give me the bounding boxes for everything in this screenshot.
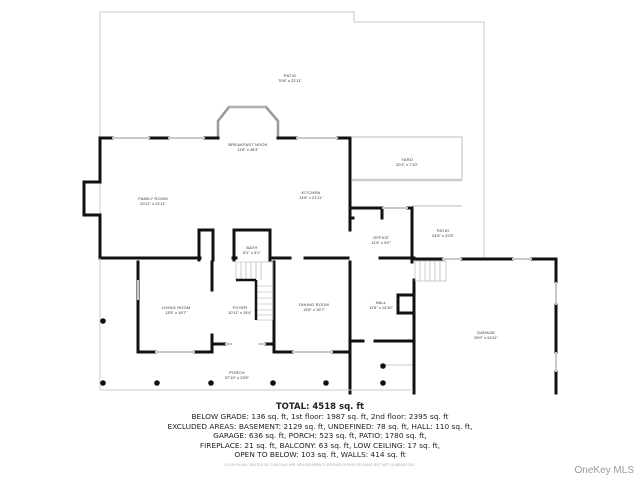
room-label-bath: BATH 6'1" x 5'1" [243, 245, 261, 255]
summary-line: EXCLUDED AREAS: BASEMENT: 2129 sq. ft, U… [167, 421, 473, 431]
room-label-foyer: FOYER 10'11" x 15'4" [228, 305, 252, 315]
room-label-yard: YARD 20'3" x 7'10" [396, 157, 418, 167]
room-dimensions: 11'6" x 28'3" [237, 147, 259, 152]
porch-columns [100, 318, 386, 386]
room-dimensions: 14'6" x 21'11" [299, 195, 323, 200]
room-dimensions: 13'5" x 16'7" [165, 310, 187, 315]
room-name: PORCH [229, 370, 245, 375]
room-dimensions: 57'10" x 23'9" [224, 375, 250, 380]
area-summary: TOTAL: 4518 sq. ft BELOW GRADE: 136 sq. … [0, 402, 640, 460]
onekey-mls-watermark: OneKey MLS [574, 465, 634, 476]
room-dimensions: 6'1" x 5'1" [243, 250, 261, 255]
room-label-patio-side: PATIO 24'5" x 22'5" [432, 228, 454, 238]
yard-outline [352, 136, 463, 207]
summary-line: FIREPLACE: 21 sq. ft, BALCONY: 63 sq. ft… [199, 440, 441, 450]
garage-stairs [414, 260, 447, 282]
room-label-hall: HALL 11'5" x 14'10" [369, 300, 393, 310]
disclaimer: FLOOR PLAN CREATED BY CUBICASA APP. MEAS… [224, 463, 416, 467]
room-name: FAMILY ROOM [138, 196, 168, 201]
room-label-dining-room: DINING ROOM 13'6" x 16'7" [299, 302, 329, 312]
room-label-kitchen: KITCHEN 14'6" x 21'11" [299, 190, 323, 200]
room-name: BREAKFAST NOOK [228, 142, 268, 147]
windows [112, 137, 557, 372]
room-name: KITCHEN [301, 190, 321, 195]
room-name: HALL [375, 300, 387, 305]
room-dimensions: 20'3" x 7'10" [396, 162, 418, 167]
patio-outline [99, 11, 485, 258]
room-dimensions: 70'8" x 22'11" [278, 78, 302, 83]
exterior-walls [82, 136, 558, 395]
room-name: FOYER [232, 305, 248, 310]
room-name: OFFICE [373, 235, 389, 240]
room-dimensions: 24'5" x 22'5" [432, 233, 454, 238]
total-area: TOTAL: 4518 sq. ft [275, 402, 365, 412]
bay-window [216, 105, 280, 137]
room-label-garage: GARAGE 25'0" x 24'11" [474, 330, 498, 340]
room-name: PATIO [283, 73, 297, 78]
room-label-living-room: LIVING ROOM 13'5" x 16'7" [162, 305, 191, 315]
room-label-porch: PORCH 57'10" x 23'9" [225, 370, 249, 380]
room-label-office: OFFICE 11'5" x 9'2" [371, 235, 390, 245]
room-dimensions: 25'0" x 24'11" [474, 335, 498, 340]
room-name: PATIO [436, 228, 450, 233]
room-name: GARAGE [476, 330, 496, 335]
room-dimensions: 20'11" x 21'11" [140, 201, 166, 206]
room-name: DINING ROOM [299, 302, 329, 307]
porch-outline [99, 258, 413, 391]
room-name: YARD [401, 157, 413, 162]
room-label-patio-top: PATIO 70'8" x 22'11" [278, 73, 302, 83]
room-dimensions: 11'5" x 9'2" [371, 240, 391, 245]
room-dimensions: 11'5" x 14'10" [369, 305, 393, 310]
summary-line: BELOW GRADE: 136 sq. ft, 1st floor: 1987… [191, 412, 449, 421]
room-dimensions: 13'6" x 16'7" [303, 307, 325, 312]
summary-line: OPEN TO BELOW: 103 sq. ft, WALLS: 414 sq… [234, 450, 406, 460]
room-dimensions: 10'11" x 15'4" [228, 310, 252, 315]
room-name: BATH [246, 245, 258, 250]
summary-line: GARAGE: 636 sq. ft, PORCH: 523 sq. ft, P… [213, 431, 427, 441]
room-name: LIVING ROOM [161, 305, 191, 310]
room-label-breakfast-nook: BREAKFAST NOOK 11'6" x 28'3" [228, 142, 267, 152]
room-label-family-room: FAMILY ROOM 20'11" x 21'11" [138, 196, 168, 206]
